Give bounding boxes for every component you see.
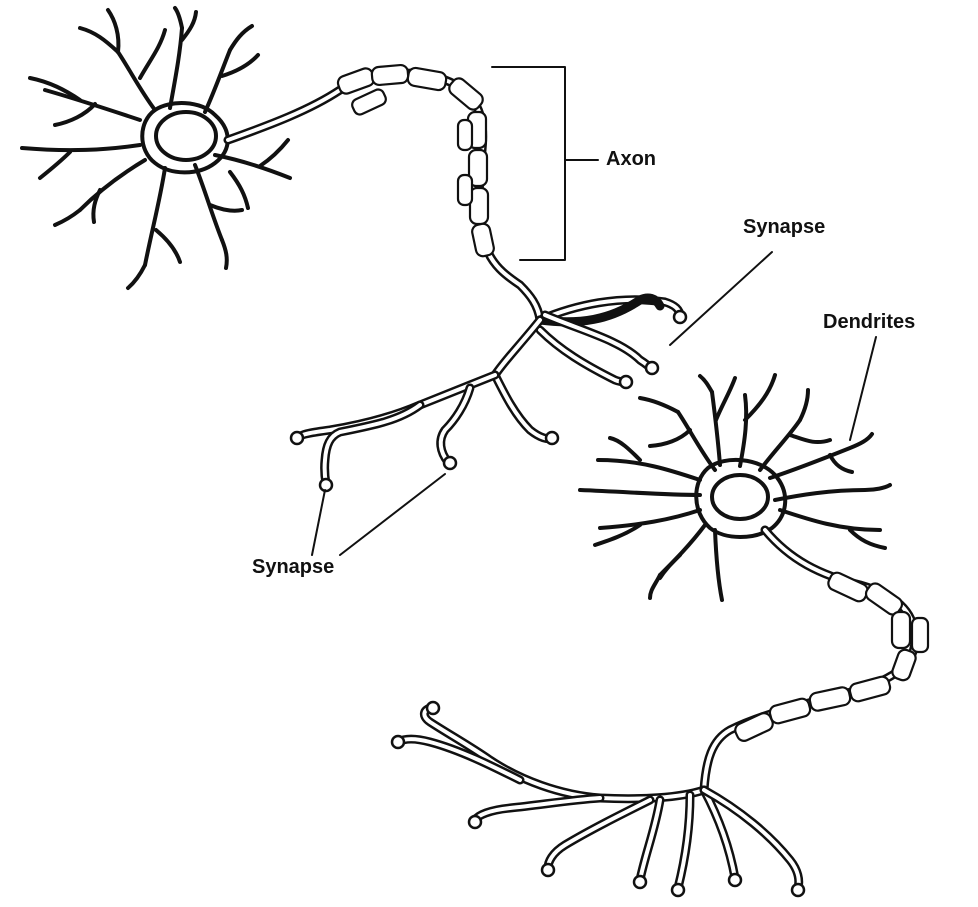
neuron-2-nucleus <box>712 475 768 519</box>
axon-1 <box>228 64 686 491</box>
myelin-sheath-2 <box>733 570 928 743</box>
neuron-2 <box>580 375 890 600</box>
synapse-bottom-pointer-2 <box>340 474 445 555</box>
dendrites-pointer <box>850 337 876 440</box>
neuron-1-dendrites <box>22 8 290 288</box>
synapse-top-label: Synapse <box>743 216 825 239</box>
synapse-top-pointer <box>670 252 772 345</box>
axon-1-terminals <box>298 298 680 484</box>
dendrites-label: Dendrites <box>823 311 915 334</box>
neuron-1-nucleus <box>156 112 216 160</box>
synapse-bottom-pointer-1 <box>312 490 325 555</box>
axon-2 <box>392 530 928 896</box>
synapse-bottom-label: Synapse <box>252 556 334 579</box>
axon-bracket <box>492 67 598 260</box>
synapse-knobs-1 <box>291 311 686 491</box>
myelin-sheath-1 <box>336 64 495 257</box>
neuron-1 <box>22 8 290 288</box>
axon-label: Axon <box>606 148 656 171</box>
